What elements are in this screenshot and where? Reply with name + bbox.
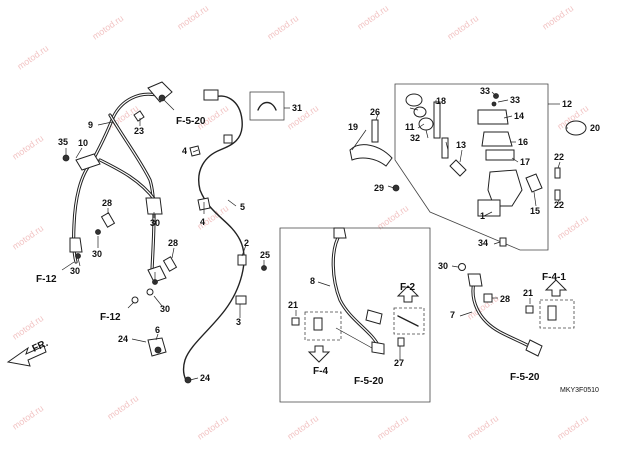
callout-27: 27	[394, 358, 404, 368]
callout-28: 28	[500, 294, 510, 304]
watermark: motod.ru	[285, 103, 320, 132]
callout-4: 4	[182, 146, 187, 156]
callout-32: 32	[410, 133, 420, 143]
callout-15: 15	[530, 206, 540, 216]
callout-33: 33	[510, 95, 520, 105]
watermark: motod.ru	[445, 13, 480, 42]
callout-18: 18	[436, 96, 446, 106]
watermark: motod.ru	[375, 203, 410, 232]
rear-hose-group	[451, 263, 575, 357]
callout-31: 31	[292, 103, 302, 113]
callout-2: 2	[244, 238, 249, 248]
callout-24: 24	[118, 334, 128, 344]
ref-f-12-left: F-12	[36, 274, 57, 285]
callout-21: 21	[288, 300, 298, 310]
callout-28: 28	[168, 238, 178, 248]
callout-33: 33	[480, 86, 490, 96]
callout-30: 30	[438, 261, 448, 271]
watermark-layer: motod.ru motod.ru motod.ru motod.ru moto…	[10, 3, 590, 442]
master-cylinder-group	[349, 83, 587, 251]
callout-24: 24	[200, 373, 210, 383]
watermark: motod.ru	[10, 223, 45, 252]
callout-30: 30	[160, 304, 170, 314]
watermark: motod.ru	[285, 413, 320, 442]
callout-3: 3	[236, 317, 241, 327]
hose-clamp	[249, 91, 290, 121]
callout-28: 28	[102, 198, 112, 208]
front-direction-arrow	[6, 345, 47, 367]
watermark: motod.ru	[465, 413, 500, 442]
callout-22: 22	[554, 200, 564, 210]
callout-26: 26	[370, 107, 380, 117]
callout-30: 30	[150, 218, 160, 228]
reference-labels: F-5-20 F-12 F-12 F-2 F-4 F-5-20 F-4-1 F-…	[31, 116, 599, 394]
callout-8: 8	[310, 276, 315, 286]
ref-f-12-mid: F-12	[100, 312, 121, 323]
watermark: motod.ru	[10, 403, 45, 432]
ref-f-5-20-right: F-5-20	[510, 372, 540, 383]
callout-35: 35	[58, 137, 68, 147]
ref-f-5-20-mid: F-5-20	[354, 376, 384, 387]
callout-21: 21	[523, 288, 533, 298]
callout-11: 11	[405, 122, 415, 132]
callout-13: 13	[456, 140, 466, 150]
ref-f-4-1: F-4-1	[542, 272, 566, 283]
watermark: motod.ru	[10, 313, 45, 342]
callout-6: 6	[155, 325, 160, 335]
watermark: motod.ru	[10, 133, 45, 162]
callout-30: 30	[70, 266, 80, 276]
callout-5: 5	[240, 202, 245, 212]
ref-f-4: F-4	[313, 366, 328, 377]
direction-label: FR.	[31, 338, 50, 355]
callout-30: 30	[92, 249, 102, 259]
callout-20: 20	[590, 123, 600, 133]
callout-1: 1	[480, 211, 485, 221]
callout-12: 12	[562, 99, 572, 109]
speed-sensor	[131, 333, 167, 357]
watermark: motod.ru	[540, 3, 575, 32]
callout-7: 7	[450, 310, 455, 320]
front-brake-hose-group	[61, 81, 178, 309]
callout-labels: 1 2 3 4 4 5 6 7 8 9 10 11 12 13 14 15 16…	[58, 86, 600, 383]
callout-17: 17	[520, 157, 530, 167]
callout-29: 29	[374, 183, 384, 193]
watermark: motod.ru	[375, 413, 410, 442]
ref-f-5-20-top: F-5-20	[176, 116, 206, 127]
watermark: motod.ru	[355, 3, 390, 32]
watermark: motod.ru	[175, 3, 210, 32]
ref-f-2: F-2	[400, 282, 415, 293]
callout-25: 25	[260, 250, 270, 260]
watermark: motod.ru	[90, 13, 125, 42]
callout-4: 4	[200, 217, 205, 227]
diagram-code: MKY3F0510	[560, 387, 599, 394]
center-inset	[279, 227, 431, 403]
watermark: motod.ru	[195, 413, 230, 442]
callout-10: 10	[78, 138, 88, 148]
callout-34: 34	[478, 238, 488, 248]
watermark: motod.ru	[555, 413, 590, 442]
callout-9: 9	[88, 120, 93, 130]
sensor-wire-group	[182, 89, 267, 384]
callout-16: 16	[518, 137, 528, 147]
watermark: motod.ru	[555, 213, 590, 242]
watermark: motod.ru	[15, 43, 50, 72]
callout-22: 22	[554, 152, 564, 162]
callout-23: 23	[134, 126, 144, 136]
watermark: motod.ru	[105, 393, 140, 422]
callout-19: 19	[348, 122, 358, 132]
watermark: motod.ru	[265, 13, 300, 42]
callout-14: 14	[514, 111, 524, 121]
